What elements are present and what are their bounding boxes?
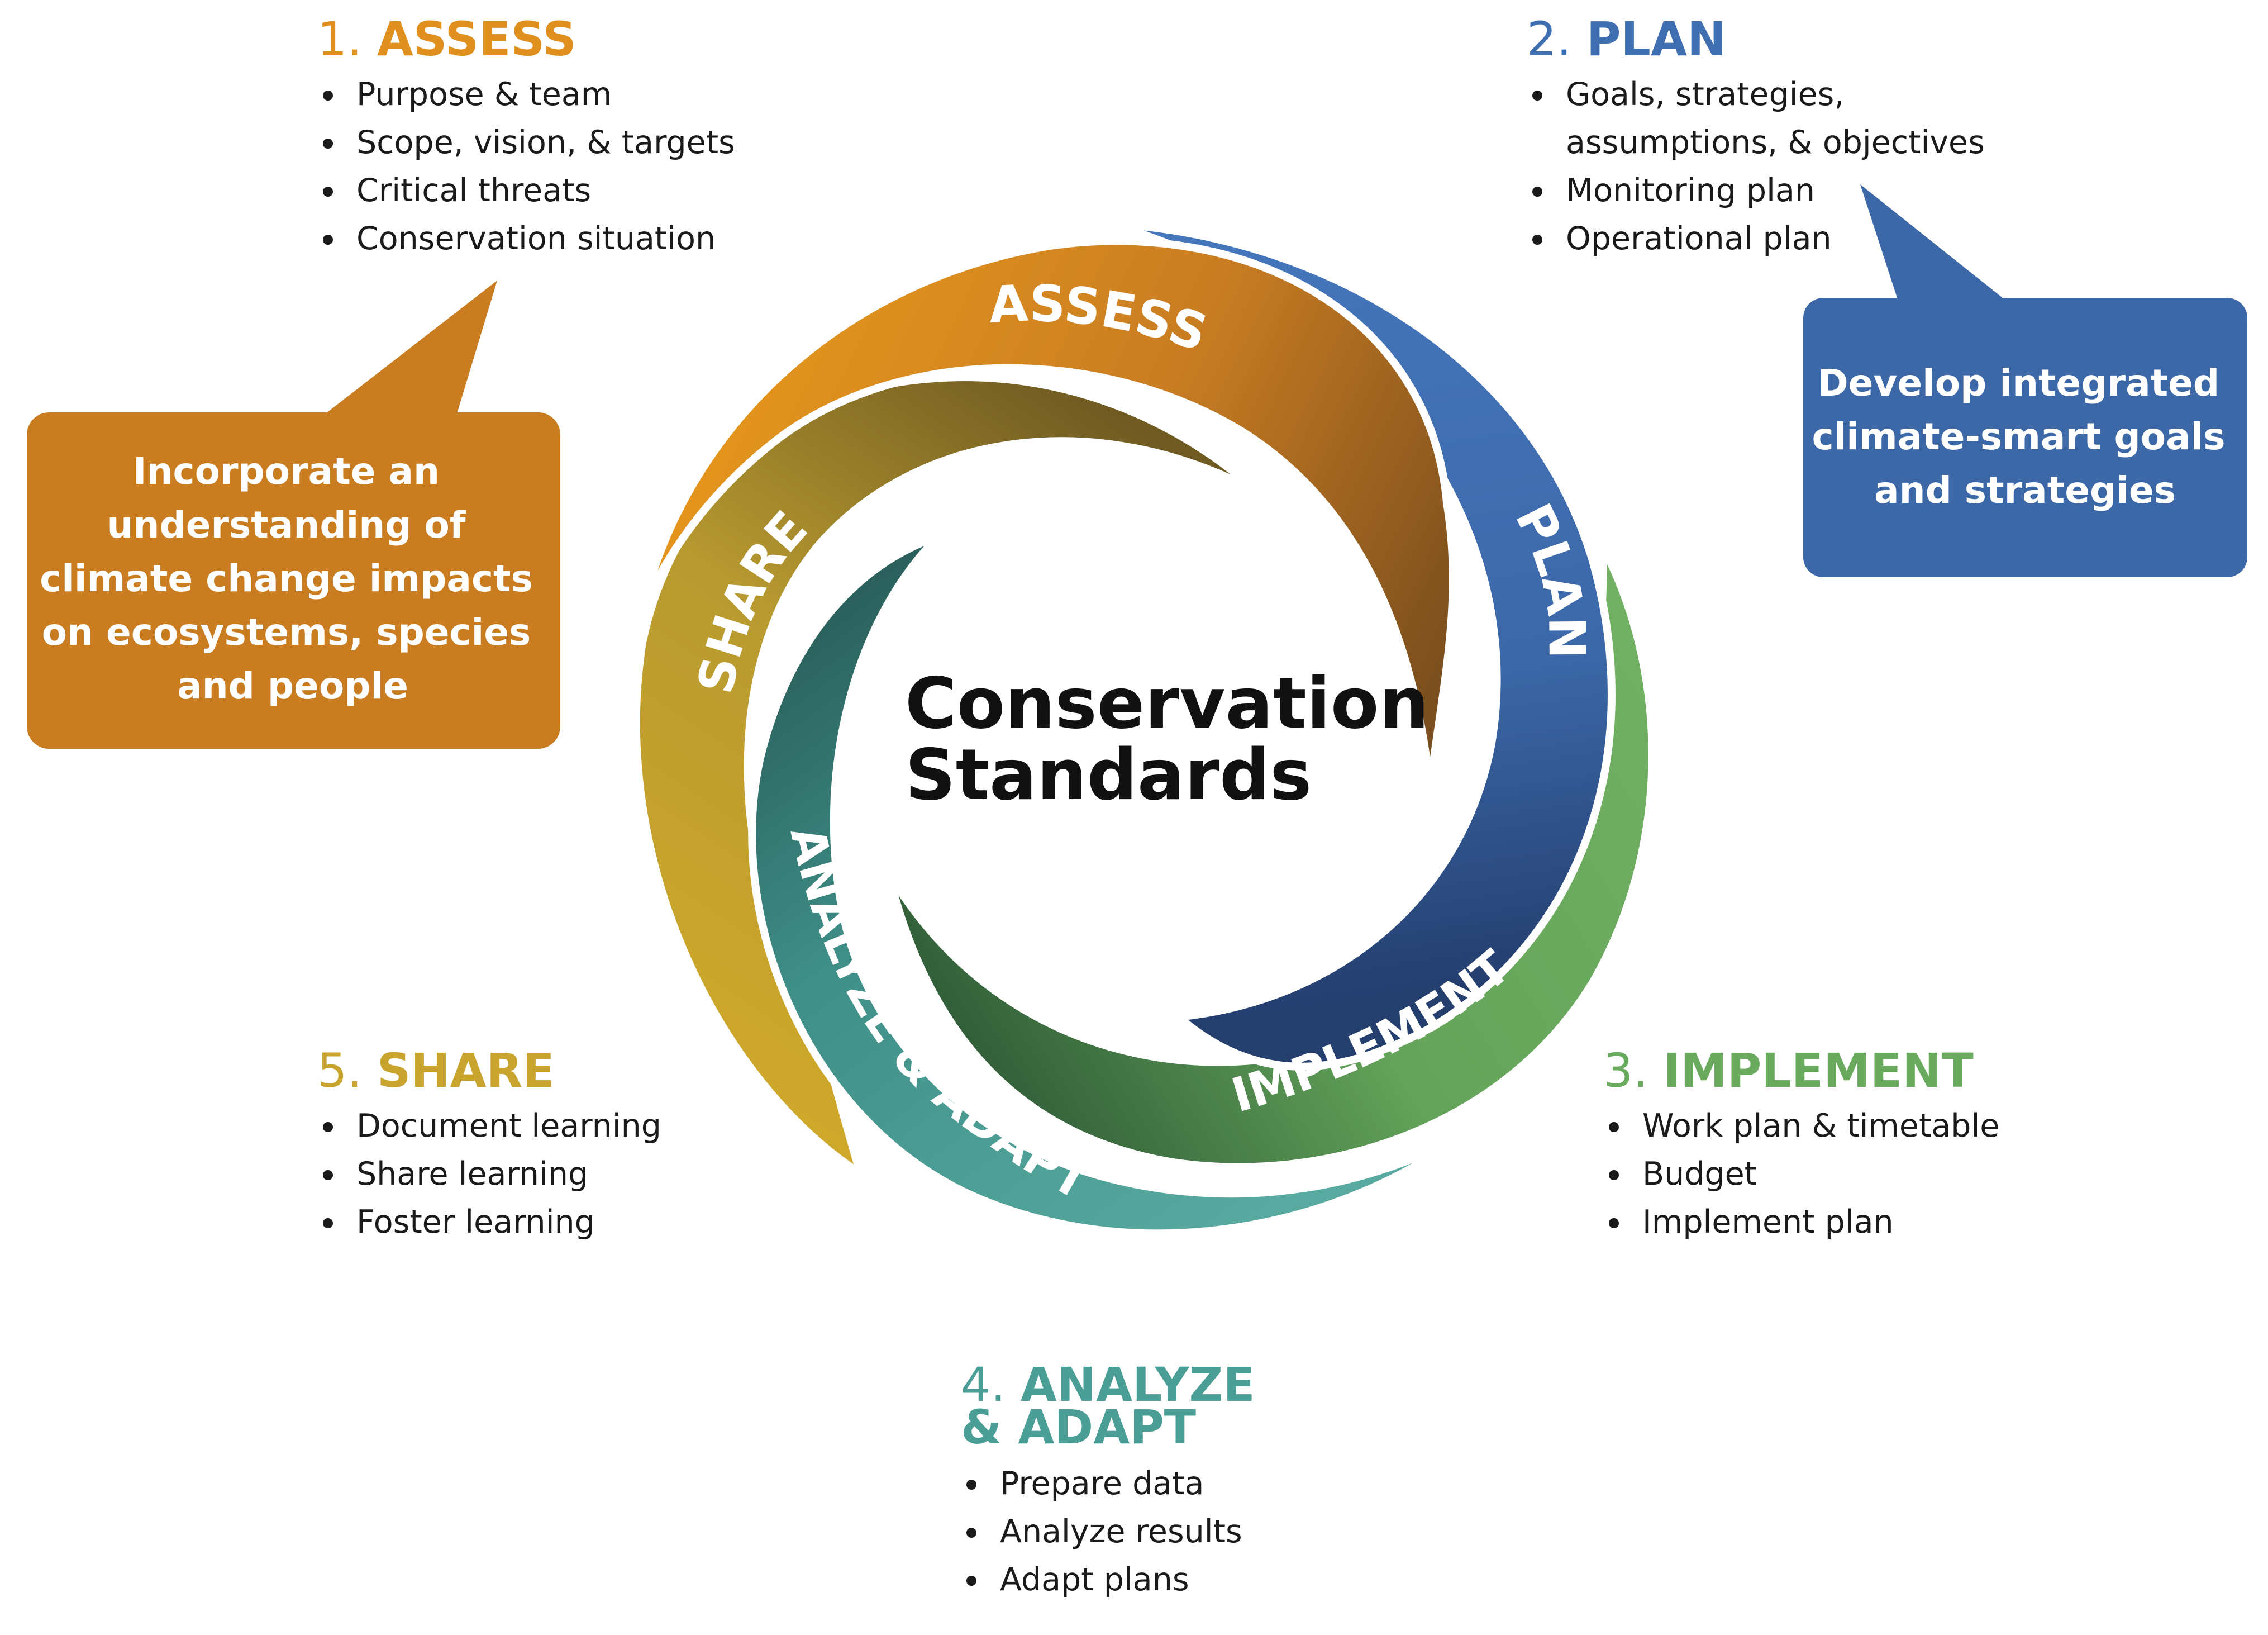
center-title-line-1: Conservation: [905, 662, 1429, 744]
callout-left-line: and people: [177, 664, 408, 707]
callout-right-line: Develop integrated: [1818, 362, 2219, 405]
callout-left-line: understanding of: [107, 503, 466, 546]
callout-left-line: on ecosystems, species: [42, 611, 531, 654]
step-name: IMPLEMENT: [1662, 1043, 1974, 1098]
step-analyze-adapt: 4. ANALYZE & ADAPT Prepare data Analyze …: [961, 1361, 1255, 1604]
step-name: PLAN: [1586, 12, 1727, 66]
step-title: 2. PLAN: [1527, 12, 1985, 66]
step-item-continuation: assumptions, & objectives: [1566, 124, 1985, 161]
step-item: Operational plan: [1527, 215, 1985, 263]
step-item: Monitoring plan: [1527, 167, 1985, 215]
step-number: 4.: [961, 1357, 1006, 1412]
center-title-line-2: Standards: [905, 734, 1312, 816]
step-item: Goals, strategies,: [1527, 70, 1985, 118]
ring-band-analyze: [748, 533, 1466, 1238]
callout-right-pointer: [1860, 184, 2011, 305]
step-title: 1. ASSESS: [317, 12, 735, 66]
step-item-list: Prepare data Analyze results Adapt plans: [961, 1460, 1255, 1604]
step-name-line-2: & ADAPT: [961, 1400, 1197, 1455]
step-item: Prepare data: [961, 1460, 1255, 1508]
callout-right-line: climate-smart goals: [1812, 415, 2225, 458]
step-item-list: Document learning Share learning Foster …: [317, 1102, 661, 1246]
step-item: Share learning: [317, 1150, 661, 1198]
step-item-list: Purpose & team Scope, vision, & targets …: [317, 70, 735, 263]
step-item: Adapt plans: [961, 1556, 1255, 1604]
callout-right-box: [1803, 298, 2247, 577]
callout-left-text: Incorporate an understanding of climate …: [40, 450, 546, 707]
step-item: Analyze results: [961, 1508, 1255, 1556]
step-assess: 1. ASSESS Purpose & team Scope, vision, …: [317, 12, 735, 263]
step-item: Budget: [1603, 1150, 1999, 1198]
step-item: Conservation situation: [317, 215, 735, 263]
step-title: 5. SHARE: [317, 1044, 661, 1097]
callout-right-line: and strategies: [1874, 469, 2176, 512]
step-item-list: Goals, strategies, assumptions, & object…: [1527, 70, 1985, 263]
step-item: Critical threats: [317, 167, 735, 215]
step-item-list: Work plan & timetable Budget Implement p…: [1603, 1102, 1999, 1246]
step-item: Implement plan: [1603, 1198, 1999, 1246]
step-item: Scope, vision, & targets: [317, 118, 735, 167]
step-item: Document learning: [317, 1102, 661, 1150]
step-implement: 3. IMPLEMENT Work plan & timetable Budge…: [1603, 1044, 1999, 1246]
step-number: 3.: [1603, 1043, 1648, 1098]
callout-left-line: Incorporate an: [133, 450, 440, 493]
step-name: ANALYZE: [1020, 1357, 1255, 1412]
step-item: Purpose & team: [317, 70, 735, 118]
step-item: Foster learning: [317, 1198, 661, 1246]
step-item: Work plan & timetable: [1603, 1102, 1999, 1150]
step-number: 2.: [1527, 12, 1572, 66]
ring-band-assess: [639, 237, 1457, 788]
step-name: SHARE: [377, 1043, 555, 1098]
callout-left-box: [27, 412, 560, 749]
step-name: ASSESS: [377, 12, 576, 66]
callout-right-text: Develop integrated climate-smart goals a…: [1812, 362, 2238, 512]
center-title: Conservation Standards: [905, 662, 1454, 816]
step-share: 5. SHARE Document learning Share learnin…: [317, 1044, 661, 1246]
step-plan: 2. PLAN Goals, strategies, assumptions, …: [1527, 12, 1985, 263]
callout-left-line: climate change impacts: [40, 557, 533, 600]
step-number: 5.: [317, 1043, 363, 1098]
step-number: 1.: [317, 12, 363, 66]
step-title: 4. ANALYZE & ADAPT: [961, 1361, 1255, 1451]
step-title: 3. IMPLEMENT: [1603, 1044, 1999, 1097]
callout-left-pointer: [318, 281, 497, 419]
